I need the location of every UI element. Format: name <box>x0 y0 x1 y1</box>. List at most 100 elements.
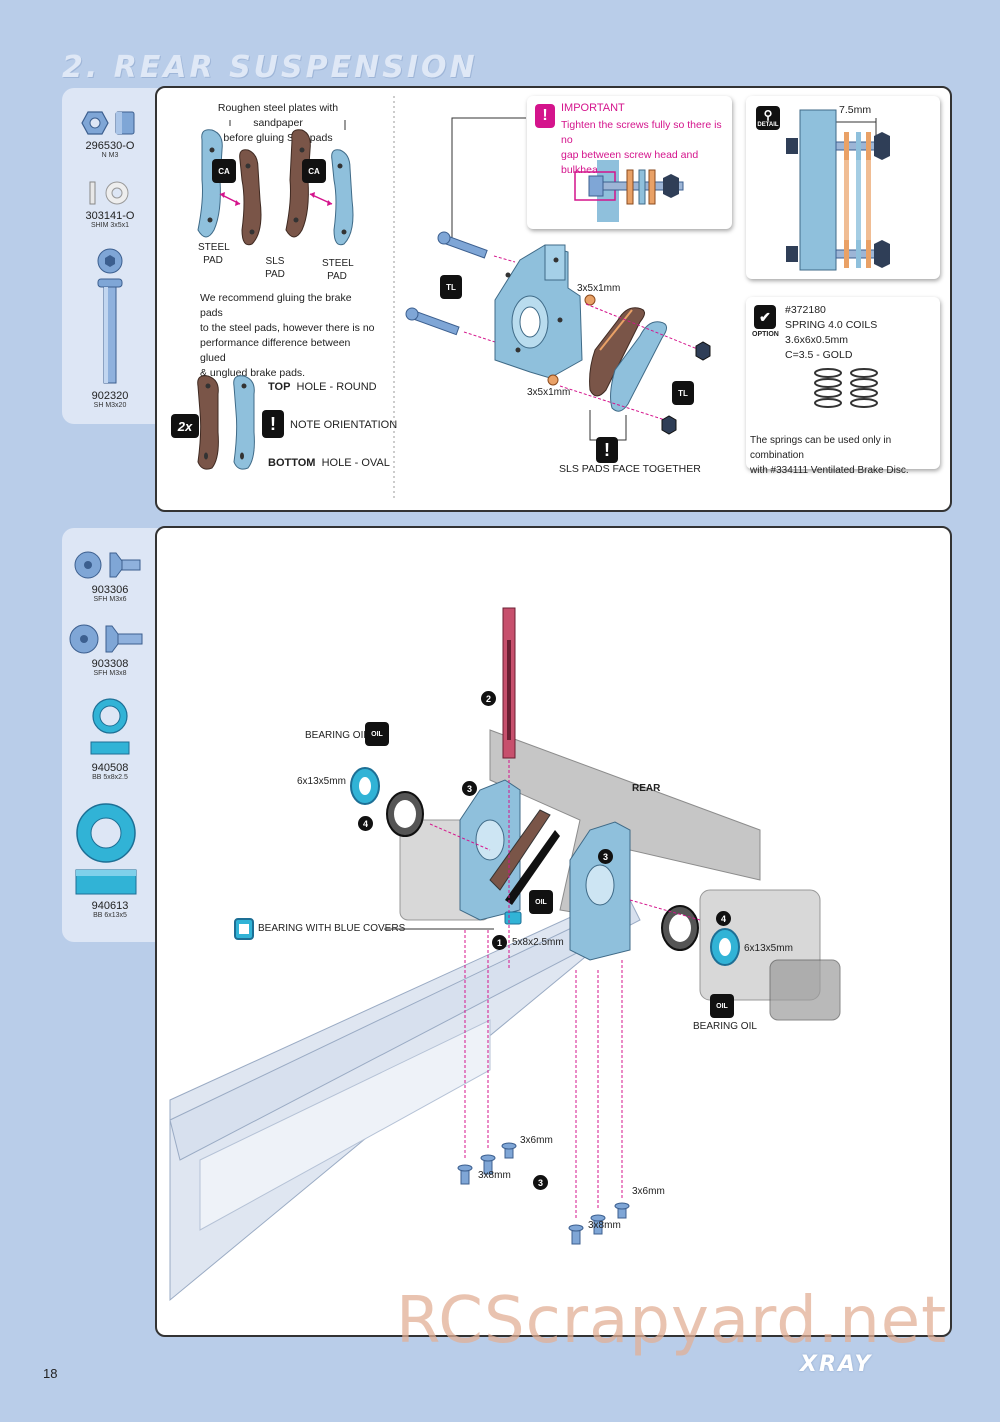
step-number: 1 <box>496 937 502 948</box>
screw-size-label: 3x8mm <box>588 1220 621 1231</box>
sandpaper-note-line: Roughen steel plates with sandpaper <box>217 102 339 129</box>
important-heading: IMPORTANT <box>561 102 625 114</box>
option-callout: ✔ OPTION #372180 SPRING 4.0 COILS 3.6x6x… <box>746 297 940 476</box>
part-name: BB 6x13x5 <box>93 912 127 919</box>
ca-badge-text: CA <box>308 166 320 176</box>
text-line: performance difference between glued <box>200 337 351 364</box>
label-line: SLS <box>265 256 285 267</box>
step-number: 3 <box>602 851 608 862</box>
step-marker: 3 <box>598 849 613 864</box>
quantity-badge: 2x <box>171 414 199 438</box>
flat-head-screw-icon <box>69 624 143 654</box>
step-number: 4 <box>362 818 368 829</box>
top-hole-label: TOP HOLE - ROUND <box>268 381 377 393</box>
spacing-dimension: 7.5mm <box>839 104 872 116</box>
part-code: 303141-O <box>85 210 135 222</box>
note-orientation-label: NOTE ORIENTATION <box>290 419 398 431</box>
chassis-assembly-diagram <box>169 607 841 1302</box>
ball-bearing-icon <box>90 698 130 755</box>
option-description: #372180 SPRING 4.0 COILS 3.6x6x0.5mm C=3… <box>785 303 940 363</box>
text-line: The springs can be used only in combinat… <box>750 435 892 461</box>
exclamation-icon: ! <box>262 410 284 438</box>
text-line: & unglued brake pads. <box>200 367 306 379</box>
ca-badge-text: CA <box>218 166 230 176</box>
oil-text: OIL <box>535 898 547 906</box>
top-hole-text: HOLE - ROUND <box>296 381 377 393</box>
bearing-blue-covers-icon <box>234 918 254 940</box>
ca-glue-badge: CA <box>212 159 236 183</box>
pad-pair-orientation-diagram <box>197 375 255 470</box>
label-line: STEEL <box>322 258 354 269</box>
bearing-size-label: 6x13x5mm <box>744 943 793 954</box>
step-marker: 4 <box>358 816 373 831</box>
spring-icon <box>814 368 878 408</box>
part-name: SH M3x20 <box>93 402 127 409</box>
part-nut: 296530-O N M3 <box>62 140 158 159</box>
part-code: 940508 <box>91 762 129 774</box>
text-line: to the steel pads, however there is no <box>200 322 375 334</box>
thumbs-up-icon: ✔ <box>754 305 776 329</box>
step-number: 4 <box>720 913 726 924</box>
threadlock-badge: TL <box>672 381 694 405</box>
part-name: SHIM 3x5x1 <box>90 222 130 229</box>
tl-text: TL <box>446 282 456 292</box>
ca-glue-badge: CA <box>302 159 326 183</box>
part-bb-6x13: 940613 BB 6x13x5 <box>62 900 158 919</box>
part-screw: 902320 SH M3x20 <box>62 390 158 409</box>
magnifier-icon: ⚲ DETAIL <box>756 106 780 130</box>
oil-text: OIL <box>371 730 383 738</box>
part-code: 903308 <box>91 658 129 670</box>
dotted-divider <box>393 96 395 498</box>
shim-size-label: 3x5x1mm <box>527 387 571 398</box>
detail-callout: ⚲ DETAIL 7.5mm <box>746 96 940 279</box>
brand-logo: XRAY <box>800 1352 873 1377</box>
important-text: Tighten the screws fully so there is no … <box>561 118 731 178</box>
bearing-oil-label: BEARING OIL <box>305 730 369 741</box>
sls-pads-face-together: SLS PADS FACE TOGETHER <box>559 463 701 475</box>
option-badge-label: OPTION <box>752 331 779 338</box>
screw-gap-detail-diagram <box>574 160 684 222</box>
step-marker: 3 <box>533 1175 548 1190</box>
text-line: Tighten the screws fully so there is no <box>561 119 722 146</box>
part-name: BB 5x8x2.5 <box>92 774 128 781</box>
step-number: 3 <box>537 1177 543 1188</box>
rear-label: REAR <box>632 783 661 794</box>
spacing-detail-diagram <box>786 109 890 271</box>
bottom-hole-text: HOLE - OVAL <box>321 457 390 469</box>
part-name: SFH M3x6 <box>93 596 127 603</box>
part-sfh-m3x8: 903308 SFH M3x8 <box>62 658 158 677</box>
nut-icon <box>81 111 135 135</box>
bottom-hole-label: BOTTOM HOLE - OVAL <box>268 457 390 469</box>
part-bb-5x8: 940508 BB 5x8x2.5 <box>62 762 158 781</box>
step-number: 3 <box>466 783 472 794</box>
bearing-blue-covers-label: BEARING WITH BLUE COVERS <box>258 923 406 934</box>
step-marker: 3 <box>462 781 477 796</box>
bulkhead-exploded-diagram <box>405 117 711 441</box>
bottom-label: BOTTOM <box>268 457 316 469</box>
option-spring-rate: C=3.5 - GOLD <box>785 349 853 361</box>
watermark: RCScrapyard.net <box>396 1284 948 1358</box>
part-code: 296530-O <box>85 140 135 152</box>
gluing-recommendation: We recommend gluing the brake pads to th… <box>200 291 375 381</box>
sls-pad-label: SLS PAD <box>262 255 288 281</box>
text-line: with #334111 Ventilated Brake Disc. <box>750 465 909 476</box>
screw-size-label: 3x8mm <box>478 1170 511 1181</box>
text-line: We recommend gluing the brake pads <box>200 292 352 319</box>
part-sfh-m3x6: 903306 SFH M3x6 <box>62 584 158 603</box>
section-title: 2. REAR SUSPENSION <box>62 50 478 85</box>
qty-text: 2x <box>177 418 193 434</box>
top-label: TOP <box>268 381 291 393</box>
bearing-size-label: 6x13x5mm <box>297 776 346 787</box>
step-number: 2 <box>485 693 491 704</box>
step-marker: 1 <box>492 935 507 950</box>
part-code: 940613 <box>91 900 129 912</box>
detail-badge-text: DETAIL <box>757 122 779 128</box>
threadlock-badge: TL <box>440 275 462 299</box>
exclamation-icon: ! <box>596 437 618 463</box>
oil-badge: OIL <box>365 722 389 746</box>
option-part-number: #372180 <box>785 304 826 316</box>
ball-bearing-icon <box>75 803 137 895</box>
step-marker: 4 <box>716 911 731 926</box>
oil-badge: OIL <box>710 994 734 1018</box>
bearing-oil-label: BEARING OIL <box>693 1021 757 1032</box>
